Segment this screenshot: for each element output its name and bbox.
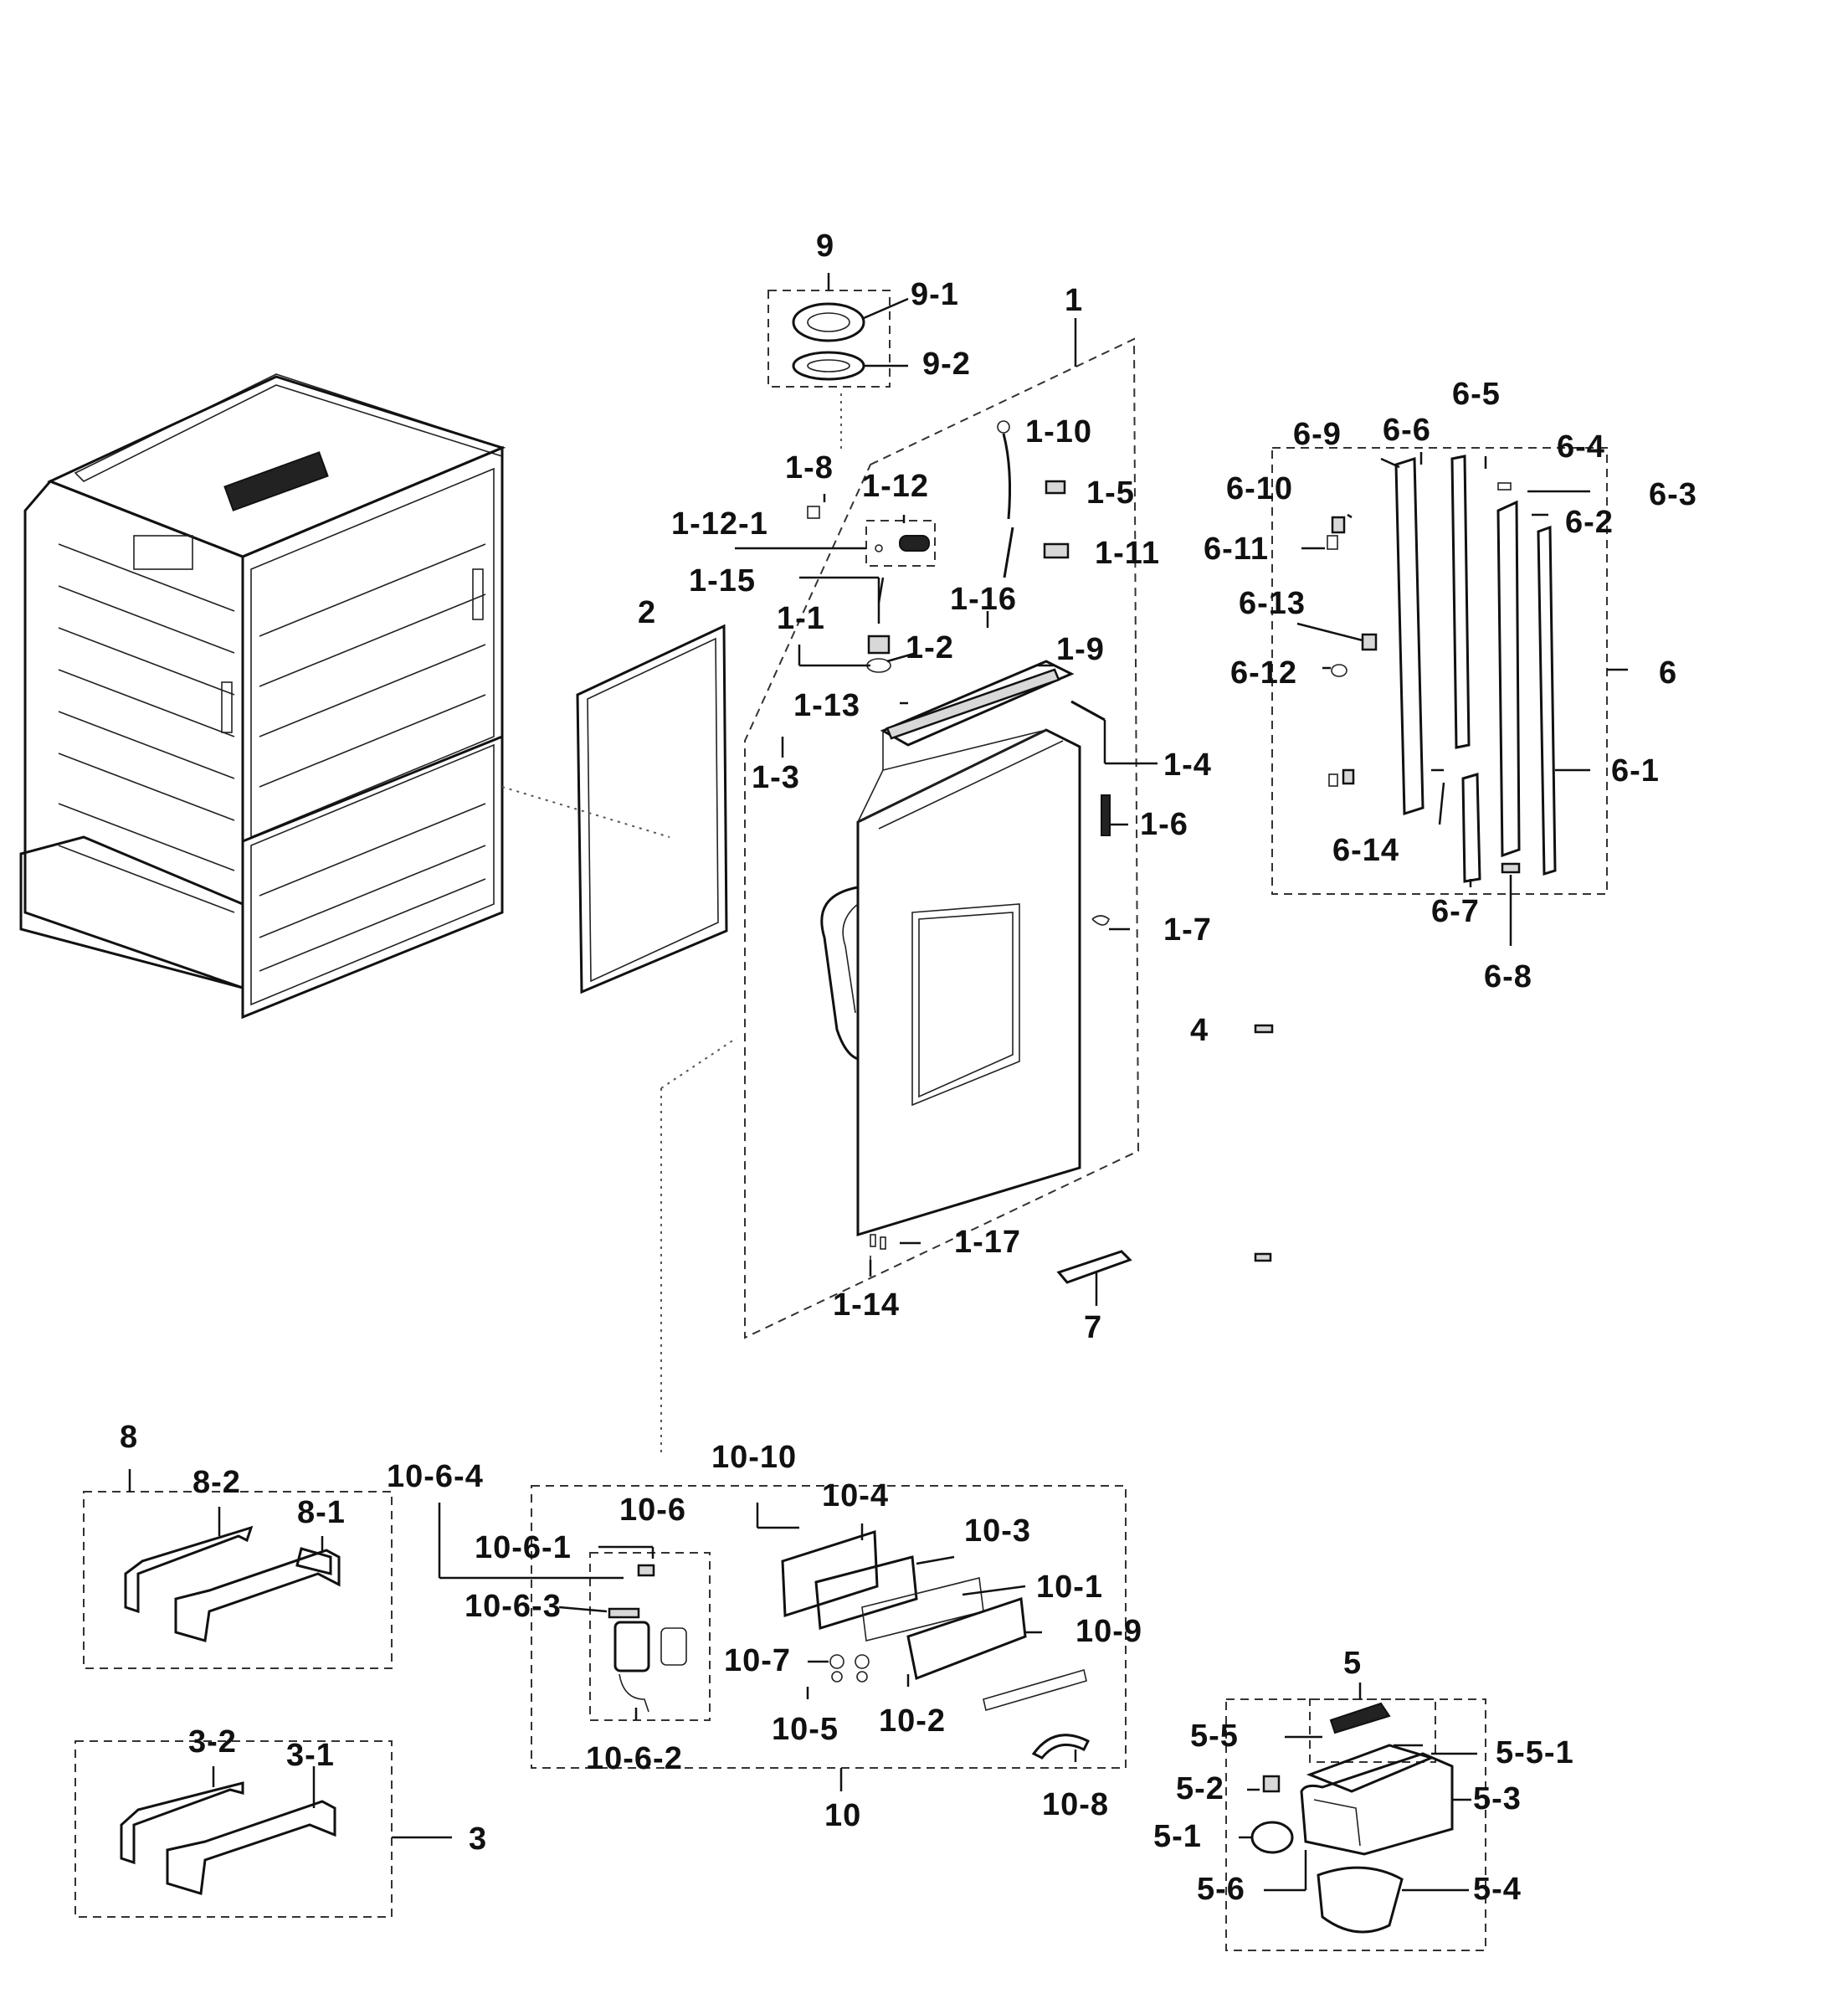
label-1-1: 1-1 — [777, 601, 825, 636]
label-6-2: 6-2 — [1565, 505, 1614, 540]
part-2-door-gasket — [576, 624, 728, 994]
label-10-4: 10-4 — [822, 1478, 890, 1513]
label-1-6: 1-6 — [1140, 807, 1188, 842]
label-1-17: 1-17 — [954, 1225, 1022, 1260]
group-9 — [767, 273, 909, 388]
label-10-1: 10-1 — [1036, 1570, 1104, 1605]
label-6-7: 6-7 — [1431, 894, 1480, 929]
label-5-3: 5-3 — [1473, 1781, 1522, 1816]
group-1-door — [735, 318, 1158, 1339]
label-6-4: 6-4 — [1557, 429, 1605, 465]
group-10-dispenser-panel — [438, 1485, 1127, 1791]
label-1: 1 — [1065, 283, 1084, 318]
label-4: 4 — [1190, 1013, 1209, 1048]
label-6-8: 6-8 — [1484, 959, 1532, 994]
label-1-11: 1-11 — [1095, 536, 1160, 571]
label-9-2: 9-2 — [922, 347, 971, 382]
label-5-5-1: 5-5-1 — [1496, 1735, 1574, 1770]
label-6: 6 — [1659, 655, 1678, 691]
label-6-12: 6-12 — [1230, 655, 1298, 691]
label-10-5: 10-5 — [772, 1712, 839, 1747]
group-6-rails — [1271, 447, 1628, 946]
label-1-12-1: 1-12-1 — [671, 506, 768, 542]
label-10-8: 10-8 — [1042, 1787, 1110, 1822]
label-1-7: 1-7 — [1163, 912, 1212, 948]
label-1-14: 1-14 — [833, 1287, 901, 1323]
label-10-3: 10-3 — [964, 1513, 1032, 1549]
label-1-13: 1-13 — [793, 688, 861, 723]
label-1-15: 1-15 — [689, 563, 757, 599]
label-1-3: 1-3 — [752, 760, 800, 795]
label-8-2: 8-2 — [192, 1465, 241, 1500]
label-10-10: 10-10 — [711, 1440, 798, 1475]
label-3: 3 — [469, 1821, 488, 1857]
label-3-2: 3-2 — [188, 1724, 237, 1760]
label-6-1: 6-1 — [1611, 753, 1660, 789]
label-1-9: 1-9 — [1056, 632, 1105, 667]
label-1-16: 1-16 — [950, 582, 1018, 617]
label-5-6: 5-6 — [1197, 1872, 1245, 1907]
label-10-2: 10-2 — [879, 1703, 947, 1739]
label-10: 10 — [824, 1798, 862, 1833]
label-6-9: 6-9 — [1293, 417, 1342, 452]
label-6-11: 6-11 — [1204, 532, 1269, 567]
part-7-cover — [1056, 1250, 1132, 1306]
label-1-4: 1-4 — [1163, 748, 1212, 783]
label-8-1: 8-1 — [297, 1495, 346, 1530]
label-6-14: 6-14 — [1332, 833, 1400, 868]
label-3-1: 3-1 — [286, 1738, 335, 1773]
label-6-13: 6-13 — [1239, 586, 1306, 621]
label-10-9: 10-9 — [1075, 1614, 1143, 1649]
label-10-6-1: 10-6-1 — [475, 1530, 572, 1565]
label-10-6-3: 10-6-3 — [465, 1589, 562, 1624]
label-5-1: 5-1 — [1153, 1819, 1202, 1854]
label-6-3: 6-3 — [1649, 477, 1697, 512]
label-5-2: 5-2 — [1176, 1771, 1224, 1806]
label-1-12: 1-12 — [862, 469, 930, 504]
label-5-4: 5-4 — [1473, 1872, 1522, 1907]
group-8-bins — [83, 1469, 393, 1669]
group-3-bins — [74, 1740, 452, 1918]
label-6-5: 6-5 — [1452, 377, 1501, 412]
label-6-6: 6-6 — [1383, 413, 1431, 448]
label-10-6: 10-6 — [619, 1493, 687, 1528]
label-1-5: 1-5 — [1086, 475, 1135, 511]
label-8: 8 — [120, 1420, 139, 1455]
label-10-6-4: 10-6-4 — [387, 1459, 484, 1494]
label-9: 9 — [816, 229, 835, 264]
label-7: 7 — [1084, 1310, 1103, 1345]
label-5-5: 5-5 — [1190, 1719, 1239, 1754]
label-1-2: 1-2 — [906, 630, 954, 665]
refrigerator-cabinet — [19, 373, 506, 1020]
part-4-screw — [1254, 1024, 1274, 1262]
label-1-8: 1-8 — [785, 450, 834, 486]
label-6-10: 6-10 — [1226, 471, 1294, 506]
label-1-10: 1-10 — [1025, 414, 1093, 450]
group-5-ice-maker — [1225, 1683, 1486, 1951]
label-5: 5 — [1343, 1646, 1363, 1681]
label-2: 2 — [638, 595, 657, 630]
label-9-1: 9-1 — [911, 277, 959, 312]
label-10-7: 10-7 — [724, 1643, 792, 1678]
label-10-6-2: 10-6-2 — [586, 1741, 683, 1776]
